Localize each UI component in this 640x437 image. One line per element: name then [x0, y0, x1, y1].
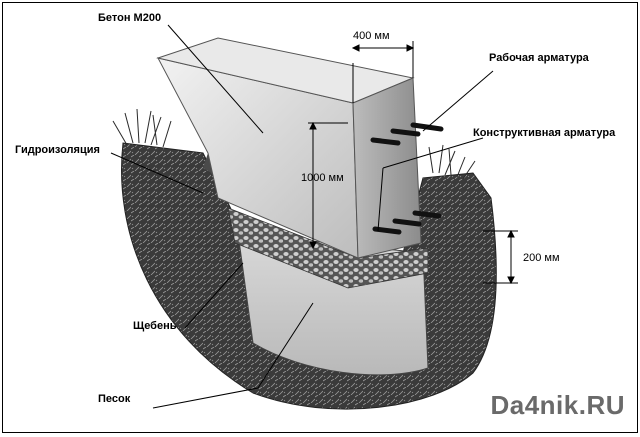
structural-rebar [372, 210, 442, 235]
label-waterproofing: Гидроизоляция [15, 144, 100, 156]
dimension-height: 1000 мм [301, 172, 344, 184]
concrete-side-face [352, 77, 422, 259]
dimension-width: 400 мм [353, 30, 390, 42]
leader-rubble [184, 262, 244, 329]
dimension-lines [308, 41, 518, 285]
leader-sand [152, 387, 259, 409]
label-rubble: Щебень [133, 320, 177, 332]
label-concrete: Бетон М200 [98, 12, 162, 24]
watermark-logo: Da4nik.RU [490, 390, 625, 420]
dimension-depth: 200 мм [523, 252, 560, 264]
label-working-rebar: Рабочая арматура [489, 52, 589, 64]
grass-right [428, 144, 476, 180]
label-sand: Песок [98, 393, 131, 405]
leader-concrete [167, 24, 264, 134]
leader-sand-2 [257, 302, 314, 389]
label-structural-rebar: Конструктивная арматура [473, 127, 616, 139]
foundation-illustration [110, 24, 518, 410]
leader-structural-rebar [382, 137, 484, 169]
grass-left [112, 108, 172, 148]
leader-working-rebar [422, 70, 494, 132]
leader-waterproofing [110, 152, 204, 194]
leader-structural-rebar-2 [377, 167, 384, 232]
